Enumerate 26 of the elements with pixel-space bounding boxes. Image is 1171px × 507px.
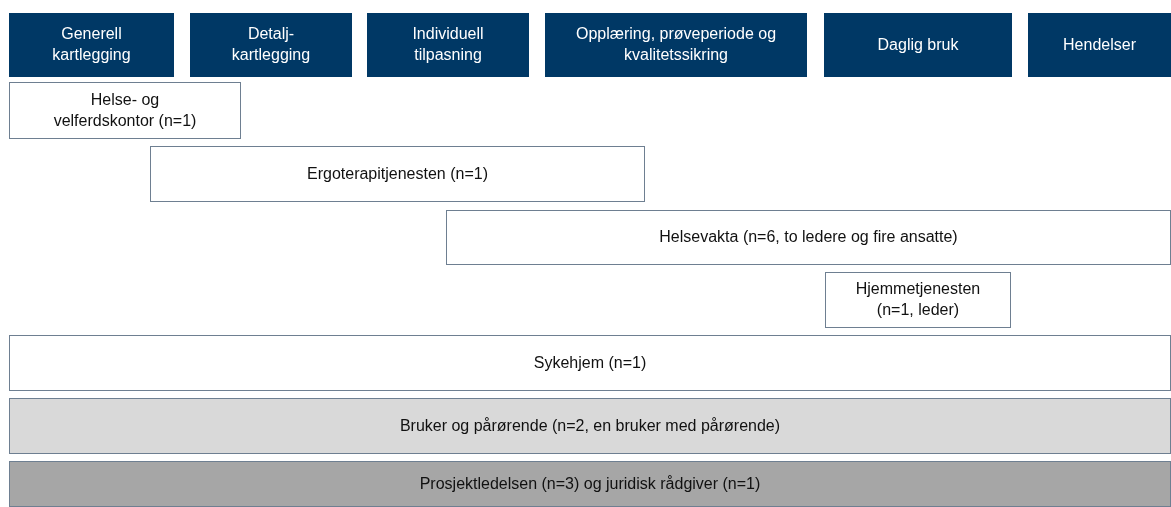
node-label: Hendelser [1063, 34, 1136, 55]
node-label: Ergoterapitjenesten (n=1) [307, 163, 488, 184]
participant-box [9, 461, 1171, 507]
participant-box [150, 146, 645, 202]
node-label: Sykehjem (n=1) [533, 352, 647, 373]
phase-header [9, 13, 174, 77]
node-label: Generell kartlegging [51, 24, 132, 65]
participant-box [825, 272, 1011, 328]
phase-header [824, 13, 1012, 77]
node-label: Bruker og pårørende (n=2, en bruker med pårørende) [399, 415, 781, 436]
node-label: Hjemmetjenesten (n=1, leder) [855, 279, 981, 320]
participant-box [446, 210, 1171, 265]
participant-box [9, 398, 1171, 454]
node-label: Detalj- kartlegging [230, 24, 312, 65]
phase-header [1028, 13, 1171, 77]
phase-header [545, 13, 807, 77]
node-label: Prosjektledelsen (n=3) og juridisk rådgiver (n=1) [419, 473, 761, 494]
phase-header [367, 13, 529, 77]
phase-header [190, 13, 352, 77]
node-label: Helse- og velferdskontor (n=1) [52, 89, 198, 131]
node-label: Individuell tilpasning [411, 24, 485, 65]
node-label: Daglig bruk [877, 34, 959, 55]
participant-box [9, 82, 241, 139]
node-label: Helsevakta (n=6, to ledere og fire ansatte) [659, 227, 958, 248]
participant-box [9, 335, 1171, 391]
node-label: Opplæring, prøveperiode og kvalitetssikring [574, 24, 778, 65]
